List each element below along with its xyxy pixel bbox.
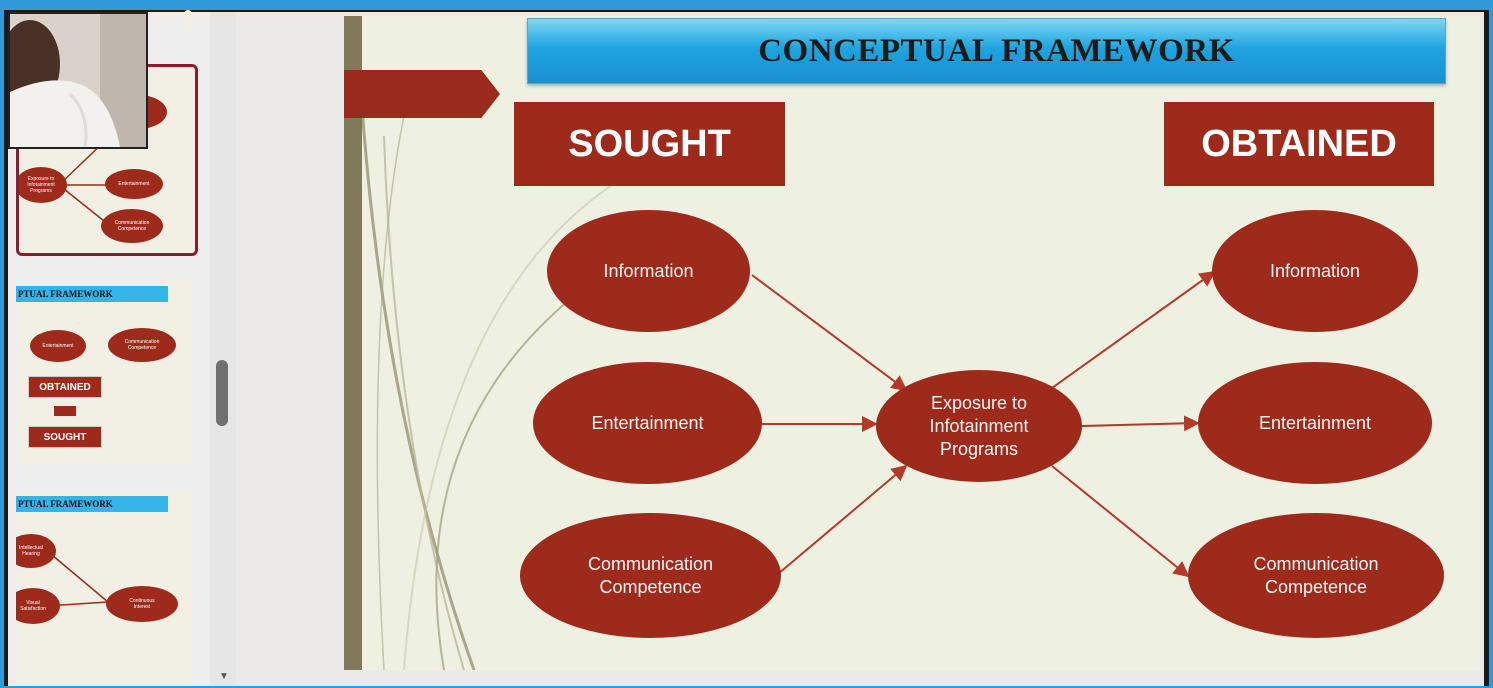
- thumbnail-node-center: Exposure to Infotainment Programs: [19, 167, 67, 203]
- webcam-feed: [8, 12, 148, 149]
- sought-label: SOUGHT: [568, 122, 731, 165]
- arrow-center-to-entertainment: [1081, 415, 1200, 432]
- arrow-communication-to-center: [777, 464, 908, 575]
- node-label: Information: [603, 260, 694, 281]
- thumbnail-node: Entertainment: [105, 169, 163, 199]
- arrow-center-to-communication: [1051, 465, 1190, 578]
- arrow-center-to-information: [1051, 270, 1216, 389]
- sought-communication-node: Communication Competence: [520, 513, 781, 638]
- obtained-entertainment-node: Entertainment: [1198, 362, 1432, 484]
- node-label: Communication Competence: [1253, 553, 1379, 597]
- obtained-communication-node: Communication Competence: [1188, 513, 1444, 638]
- webcam-person-image: [10, 14, 146, 147]
- thumbnail-box: [54, 406, 76, 416]
- node-label: Exposure to Infotainment Programs: [929, 392, 1029, 459]
- thumbnail-scrollbar[interactable]: [210, 12, 236, 686]
- obtained-information-node: Information: [1212, 210, 1418, 332]
- node-label: Communication Competence: [587, 553, 714, 597]
- thumbnail-node: Communication Competence: [101, 209, 163, 243]
- decorative-curves: [360, 105, 645, 670]
- obtained-header: OBTAINED: [1164, 102, 1434, 186]
- obtained-label: OBTAINED: [1201, 122, 1397, 165]
- node-label: Entertainment: [1258, 412, 1372, 433]
- scrollbar-thumb[interactable]: [216, 360, 228, 426]
- center-exposure-node: Exposure to Infotainment Programs: [876, 370, 1082, 482]
- node-label: Information: [1269, 260, 1361, 281]
- scroll-down-arrow-icon[interactable]: ▼: [219, 671, 229, 682]
- pentagon-arrow-shape: [344, 70, 500, 118]
- slide-left-accent-bar: [344, 16, 362, 670]
- thumbnail-title: PTUAL FRAMEWORK: [16, 496, 168, 512]
- thumbnail-partial[interactable]: [184, 10, 192, 34]
- thumbnail-node: Intellectual Hearing: [16, 534, 56, 568]
- sought-information-node: Information: [547, 210, 750, 332]
- sought-entertainment-node: Entertainment: [533, 362, 762, 484]
- thumbnail-box: SOUGHT: [28, 426, 102, 448]
- thumbnail-node: Communication Competence: [108, 328, 176, 362]
- thumbnail-node: Entertainment: [30, 330, 86, 362]
- node-label: Entertainment: [591, 412, 704, 433]
- thumbnail-box: OBTAINED: [28, 376, 102, 398]
- thumbnail-node: Visual Satisfaction: [16, 588, 60, 624]
- arrow-information-to-center: [751, 274, 908, 392]
- slide-title: CONCEPTUAL FRAMEWORK: [758, 32, 1235, 69]
- slide-title-bar: CONCEPTUAL FRAMEWORK: [527, 18, 1446, 84]
- thumbnail-node: Continuous Interest: [106, 586, 178, 622]
- slide-thumbnail-3[interactable]: PTUAL FRAMEWORK Intellectual Hearing Vis…: [16, 490, 192, 686]
- sought-header: SOUGHT: [514, 102, 785, 186]
- thumbnail-title: PTUAL FRAMEWORK: [16, 286, 168, 302]
- slide-thumbnail-2[interactable]: PTUAL FRAMEWORK Entertainment Communicat…: [16, 280, 192, 464]
